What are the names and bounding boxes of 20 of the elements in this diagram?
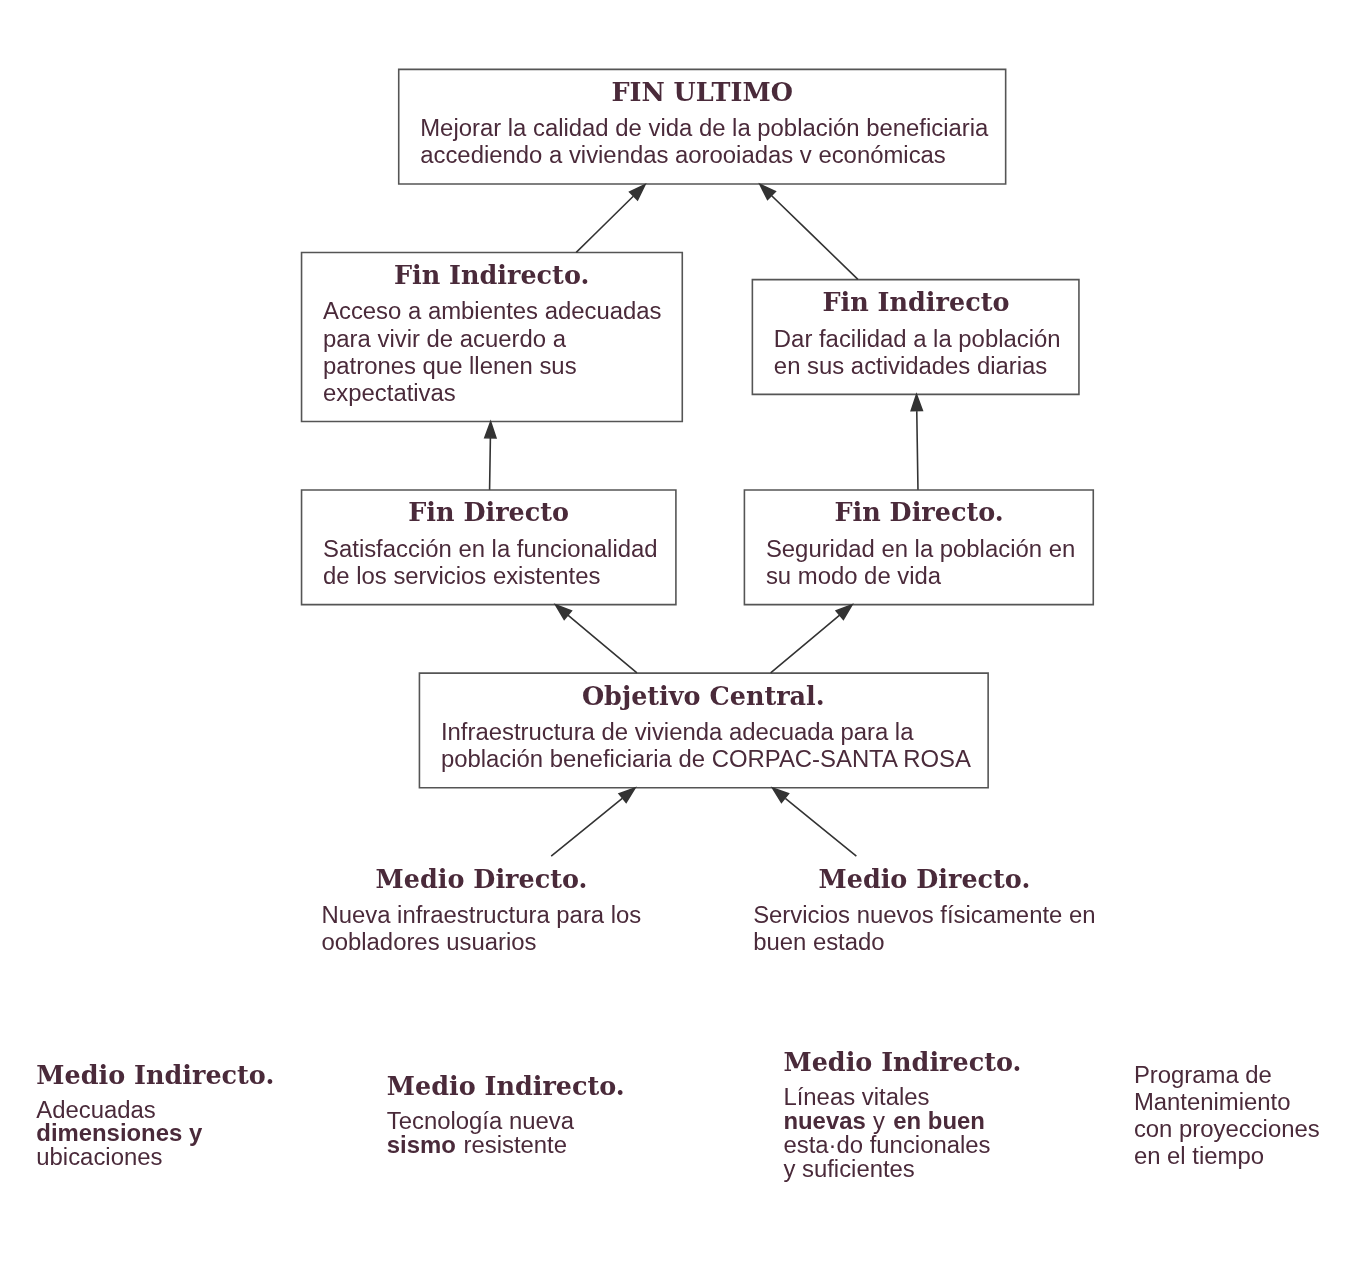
node-text: Medio Indirecto. Adecuadas dimensiones y ubicaciones: [36, 1059, 275, 1171]
node-text: Medio Directo. Servicios nuevos físicamente en buen estado: [753, 863, 1096, 956]
node-text: Medio Indirecto. Tecnología nueva sismo resistente: [386, 1070, 625, 1158]
node-box: Fin Directo. Seguridad en la población en su modo de vida: [743, 489, 1095, 606]
node-box: Objetivo Central. Infraestructura de vivienda adecuada para la población beneficiaria de CORPAC-SANTA ROSA: [418, 672, 989, 789]
arrow: [483, 419, 498, 491]
arrow: [758, 182, 859, 281]
node-box: Fin Directo Satisfacción en la funcionalidad de los servicios existentes: [300, 489, 677, 606]
arrow: [553, 603, 638, 674]
node-text: Programa de Mantenimiento con proyecciones en el tiempo: [1133, 1060, 1320, 1169]
arrow: [575, 183, 647, 254]
node-box: Fin Indirecto. Acceso a ambientes adecuadas para vivir de acuerdo a patrones que llenen sus expectativas: [300, 251, 684, 423]
arrow: [550, 786, 637, 857]
node-text: Medio Indirecto. Líneas vitales nuevas y en buen esta·do funcionales y suficientes: [783, 1047, 1022, 1182]
arrow: [770, 786, 858, 857]
node-text: Medio Directo. Nueva infraestructura para los oobladores usuarios: [321, 863, 642, 956]
arrow: [769, 603, 854, 674]
node-box: FIN ULTIMO Mejorar la calidad de vida de la población beneficiaria accediendo a viviendas aorooiadas v económicas: [397, 68, 1007, 185]
arrow: [910, 392, 924, 491]
node-box: Fin Indirecto Dar facilidad a la población en sus actividades diarias: [751, 278, 1080, 396]
